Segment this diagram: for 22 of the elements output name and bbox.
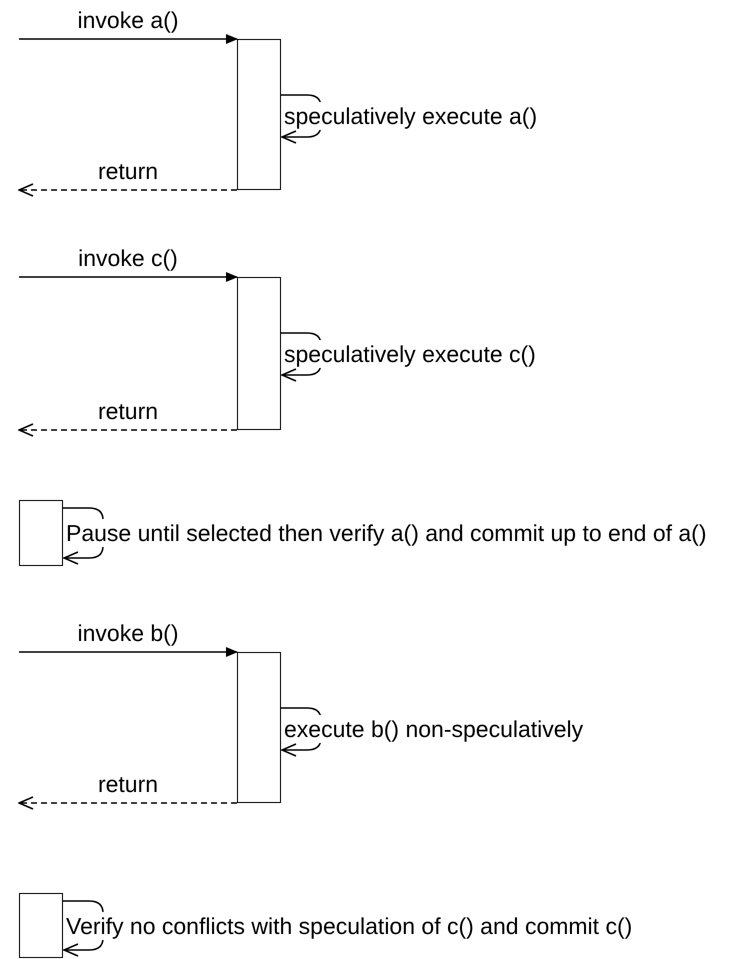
edge-label: invoke b() xyxy=(78,620,178,646)
return-arrow xyxy=(18,796,237,810)
edge-label: execute b() non-speculatively xyxy=(284,716,584,742)
activation-box xyxy=(19,500,63,566)
return-arrow xyxy=(18,423,237,437)
edge-label: return xyxy=(98,398,158,424)
edge-label: return xyxy=(98,771,158,797)
call-arrow xyxy=(19,272,238,282)
edge-label: speculatively execute a() xyxy=(284,103,538,129)
edge-label: return xyxy=(98,158,158,184)
activation-box xyxy=(237,39,281,190)
activation-box xyxy=(237,652,281,803)
activation-box xyxy=(19,893,63,958)
edge-label: Pause until selected then verify a() and commit up to end of a() xyxy=(66,520,706,546)
edge-label: invoke c() xyxy=(78,245,178,271)
edge-label: speculatively execute c() xyxy=(284,341,536,367)
edge-label: invoke a() xyxy=(78,7,178,33)
call-arrow xyxy=(19,34,238,44)
call-arrow xyxy=(19,647,238,657)
activation-box xyxy=(237,277,281,430)
edge-label: Verify no conflicts with speculation of c() and commit c() xyxy=(66,912,632,938)
return-arrow xyxy=(18,183,237,197)
